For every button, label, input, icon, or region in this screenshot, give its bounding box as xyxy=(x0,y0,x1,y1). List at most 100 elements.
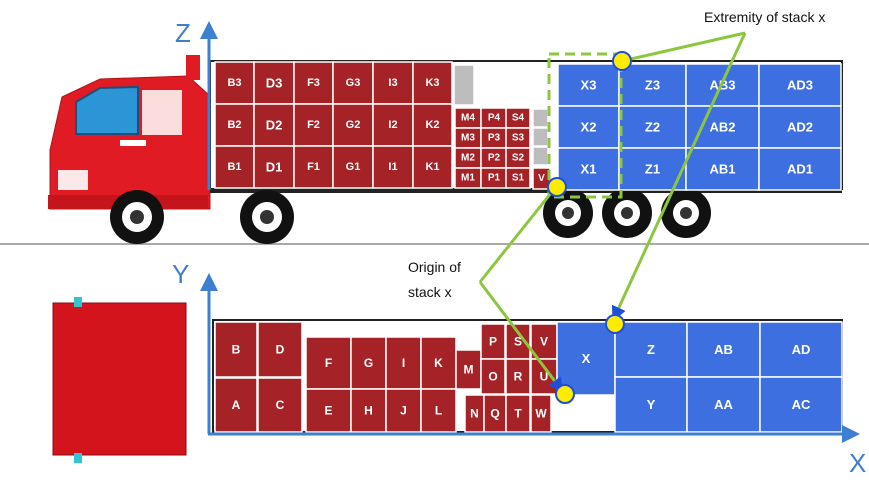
box-label: F2 xyxy=(307,119,320,131)
box-z: Z xyxy=(614,321,688,378)
box-label: G1 xyxy=(346,161,361,173)
box-f3: F3 xyxy=(293,61,334,105)
box-v: V xyxy=(532,167,551,190)
box-i2: I2 xyxy=(372,103,414,147)
box-label: N xyxy=(470,407,479,421)
box-ab1: AB1 xyxy=(685,147,760,191)
box-label: M4 xyxy=(461,113,475,124)
box-gray-mid2 xyxy=(532,127,549,147)
box-f2: F2 xyxy=(293,103,334,147)
box-label: AB2 xyxy=(709,120,735,135)
box-label: P2 xyxy=(488,153,501,164)
box-i1: I1 xyxy=(372,145,414,189)
trailer-bed xyxy=(210,189,842,193)
box-x2: X2 xyxy=(557,105,620,149)
box-label: I2 xyxy=(388,119,397,131)
box-label: Z3 xyxy=(645,78,660,93)
box-ad2: AD2 xyxy=(758,105,842,149)
box-k1: K1 xyxy=(412,145,453,189)
box-k3: K3 xyxy=(412,61,453,105)
box-label: Z2 xyxy=(645,120,660,135)
box-d2: D2 xyxy=(253,103,295,147)
box-p: P xyxy=(480,323,506,360)
box-x3: X3 xyxy=(557,63,620,107)
box-m3: M3 xyxy=(454,127,482,149)
origin-marker-bottom xyxy=(555,384,575,404)
box-label: G xyxy=(364,356,373,370)
box-label: M xyxy=(464,363,474,377)
origin-annotation-line1: Origin of xyxy=(408,259,461,275)
origin-pointer-line-bottom xyxy=(478,281,564,393)
box-label: X3 xyxy=(581,78,597,93)
box-label: B1 xyxy=(227,161,241,173)
box-b2: B2 xyxy=(214,103,255,147)
box-x1: X1 xyxy=(557,147,620,191)
box-label: K1 xyxy=(425,161,439,173)
box-h: H xyxy=(350,388,387,433)
box-gray-mid1 xyxy=(532,108,549,128)
box-label: B2 xyxy=(227,119,241,131)
box-label: P4 xyxy=(488,113,501,124)
box-ad: AD xyxy=(759,321,843,378)
truck-wheels xyxy=(110,188,711,244)
box-r: R xyxy=(505,358,531,395)
truck-cab-top-view xyxy=(52,297,187,463)
box-b1: B1 xyxy=(214,145,255,189)
extremity-annotation: Extremity of stack x xyxy=(704,9,825,25)
box-label: F3 xyxy=(307,77,320,89)
box-p2: P2 xyxy=(480,147,508,169)
box-m: M xyxy=(455,349,482,390)
box-z3: Z3 xyxy=(618,63,687,107)
box-g3: G3 xyxy=(332,61,374,105)
extremity-marker-bottom xyxy=(605,314,625,334)
box-label: Z1 xyxy=(645,162,660,177)
origin-annotation-line2: stack x xyxy=(408,284,452,300)
box-label: D xyxy=(276,343,285,357)
z-axis-label: Z xyxy=(175,18,191,48)
y-axis-label: Y xyxy=(172,259,189,289)
box-label: M3 xyxy=(461,133,475,144)
box-ab2: AB2 xyxy=(685,105,760,149)
box-label: D3 xyxy=(266,76,283,91)
box-label: AD3 xyxy=(787,78,813,93)
box-label: F xyxy=(325,356,332,370)
box-w: W xyxy=(530,394,552,433)
box-g: G xyxy=(350,336,387,390)
box-label: AA xyxy=(714,397,733,412)
box-label: S xyxy=(514,335,522,349)
box-p4: P4 xyxy=(480,107,508,129)
box-ad1: AD1 xyxy=(758,147,842,191)
box-i: I xyxy=(385,336,422,390)
box-s3: S3 xyxy=(505,127,531,149)
origin-pointer-line-top xyxy=(478,187,557,283)
extremity-pointer-line-top xyxy=(621,31,746,63)
truck-cab xyxy=(48,55,211,210)
box-m2: M2 xyxy=(454,147,482,169)
box-m1: M1 xyxy=(454,167,482,189)
box-label: C xyxy=(276,398,285,412)
box-label: S3 xyxy=(512,133,525,144)
box-label: W xyxy=(535,407,547,421)
x-axis-label: X xyxy=(849,448,866,478)
box-label: K xyxy=(434,356,443,370)
box-label: D1 xyxy=(266,160,283,175)
box-label: P3 xyxy=(488,133,501,144)
box-label: L xyxy=(435,404,442,418)
box-s2: S2 xyxy=(505,147,531,169)
box-label: V xyxy=(538,173,545,184)
box-label: B3 xyxy=(227,77,241,89)
box-label: AD2 xyxy=(787,120,813,135)
box-label: Q xyxy=(490,407,499,421)
box-label: S2 xyxy=(512,153,525,164)
box-label: S4 xyxy=(512,113,525,124)
box-j: J xyxy=(385,388,422,433)
box-y: Y xyxy=(614,376,688,433)
box-label: Z xyxy=(647,342,655,357)
box-e: E xyxy=(305,388,352,433)
box-label: J xyxy=(400,404,407,418)
box-p3: P3 xyxy=(480,127,508,149)
box-label: I xyxy=(402,356,405,370)
box-label: R xyxy=(514,370,523,384)
